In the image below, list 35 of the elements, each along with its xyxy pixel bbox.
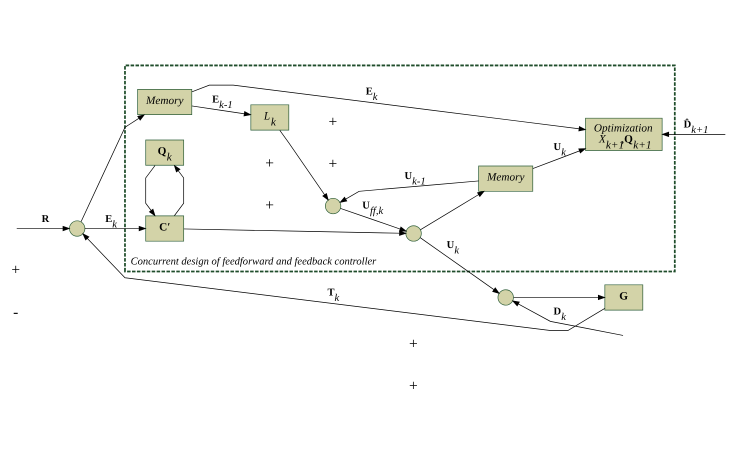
arrow [191, 106, 252, 116]
label: + [409, 378, 418, 395]
arrow [340, 208, 408, 232]
arrow [174, 164, 184, 216]
arrow [16, 226, 70, 232]
node-box: G [604, 284, 644, 310]
arrow [192, 84, 586, 132]
label: + [409, 336, 418, 352]
edge-label: R [42, 214, 50, 225]
label: - [13, 304, 18, 321]
arrow [512, 300, 624, 336]
arrow [420, 237, 500, 294]
arrow [339, 180, 479, 203]
arrow [80, 114, 146, 222]
arrow [183, 228, 407, 236]
node-box: Memory [137, 88, 192, 115]
arrow [661, 132, 726, 138]
node-circle [406, 225, 422, 242]
arrow [513, 294, 606, 300]
arrow [532, 148, 586, 169]
node-box: Memory [478, 166, 534, 192]
label: + [265, 196, 274, 214]
arrow [84, 226, 147, 232]
arrow [82, 233, 606, 331]
label: + [328, 113, 338, 130]
node-circle [498, 289, 514, 306]
label: + [328, 156, 338, 173]
arrow [420, 190, 485, 230]
arrow [280, 130, 329, 201]
label: + [11, 262, 20, 279]
node-box: C′ [145, 216, 184, 242]
label: + [265, 154, 274, 172]
arrow [145, 165, 156, 216]
node-circle [325, 198, 342, 214]
node-circle [69, 220, 86, 237]
